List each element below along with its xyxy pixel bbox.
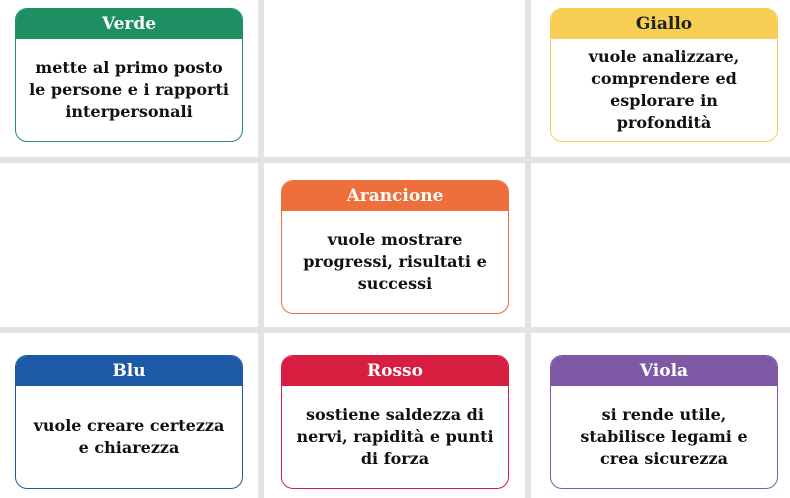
card-rosso: Rosso sostiene saldezza di nervi, rapidi… — [281, 355, 509, 489]
grid-line-vertical-1 — [258, 0, 264, 498]
card-viola-text: si rende utile, stabilisce legami e crea… — [580, 405, 748, 468]
card-rosso-title: Rosso — [282, 356, 508, 386]
card-verde-text: mette al primo posto le persone e i rapp… — [29, 58, 229, 121]
card-arancione: Arancione vuole mostrare progressi, risu… — [281, 180, 509, 314]
grid-line-horizontal-2 — [0, 327, 790, 333]
grid-line-vertical-2 — [525, 0, 531, 498]
card-giallo-text: vuole analizzare, comprendere ed esplora… — [588, 47, 740, 132]
card-arancione-title: Arancione — [282, 181, 508, 211]
card-blu: Blu vuole creare certezza e chiarezza — [15, 355, 243, 489]
card-giallo-title: Giallo — [551, 9, 777, 39]
card-blu-text: vuole creare certezza e chiarezza — [33, 416, 225, 457]
grid-line-horizontal-1 — [0, 157, 790, 163]
card-verde: Verde mette al primo posto le persone e … — [15, 8, 243, 142]
card-viola-title: Viola — [551, 356, 777, 386]
card-giallo: Giallo vuole analizzare, comprendere ed … — [550, 8, 778, 142]
card-blu-title: Blu — [16, 356, 242, 386]
card-viola: Viola si rende utile, stabilisce legami … — [550, 355, 778, 489]
card-verde-title: Verde — [16, 9, 242, 39]
card-arancione-text: vuole mostrare progressi, risultati e su… — [303, 230, 487, 293]
card-rosso-text: sostiene saldezza di nervi, rapidità e p… — [296, 405, 494, 468]
